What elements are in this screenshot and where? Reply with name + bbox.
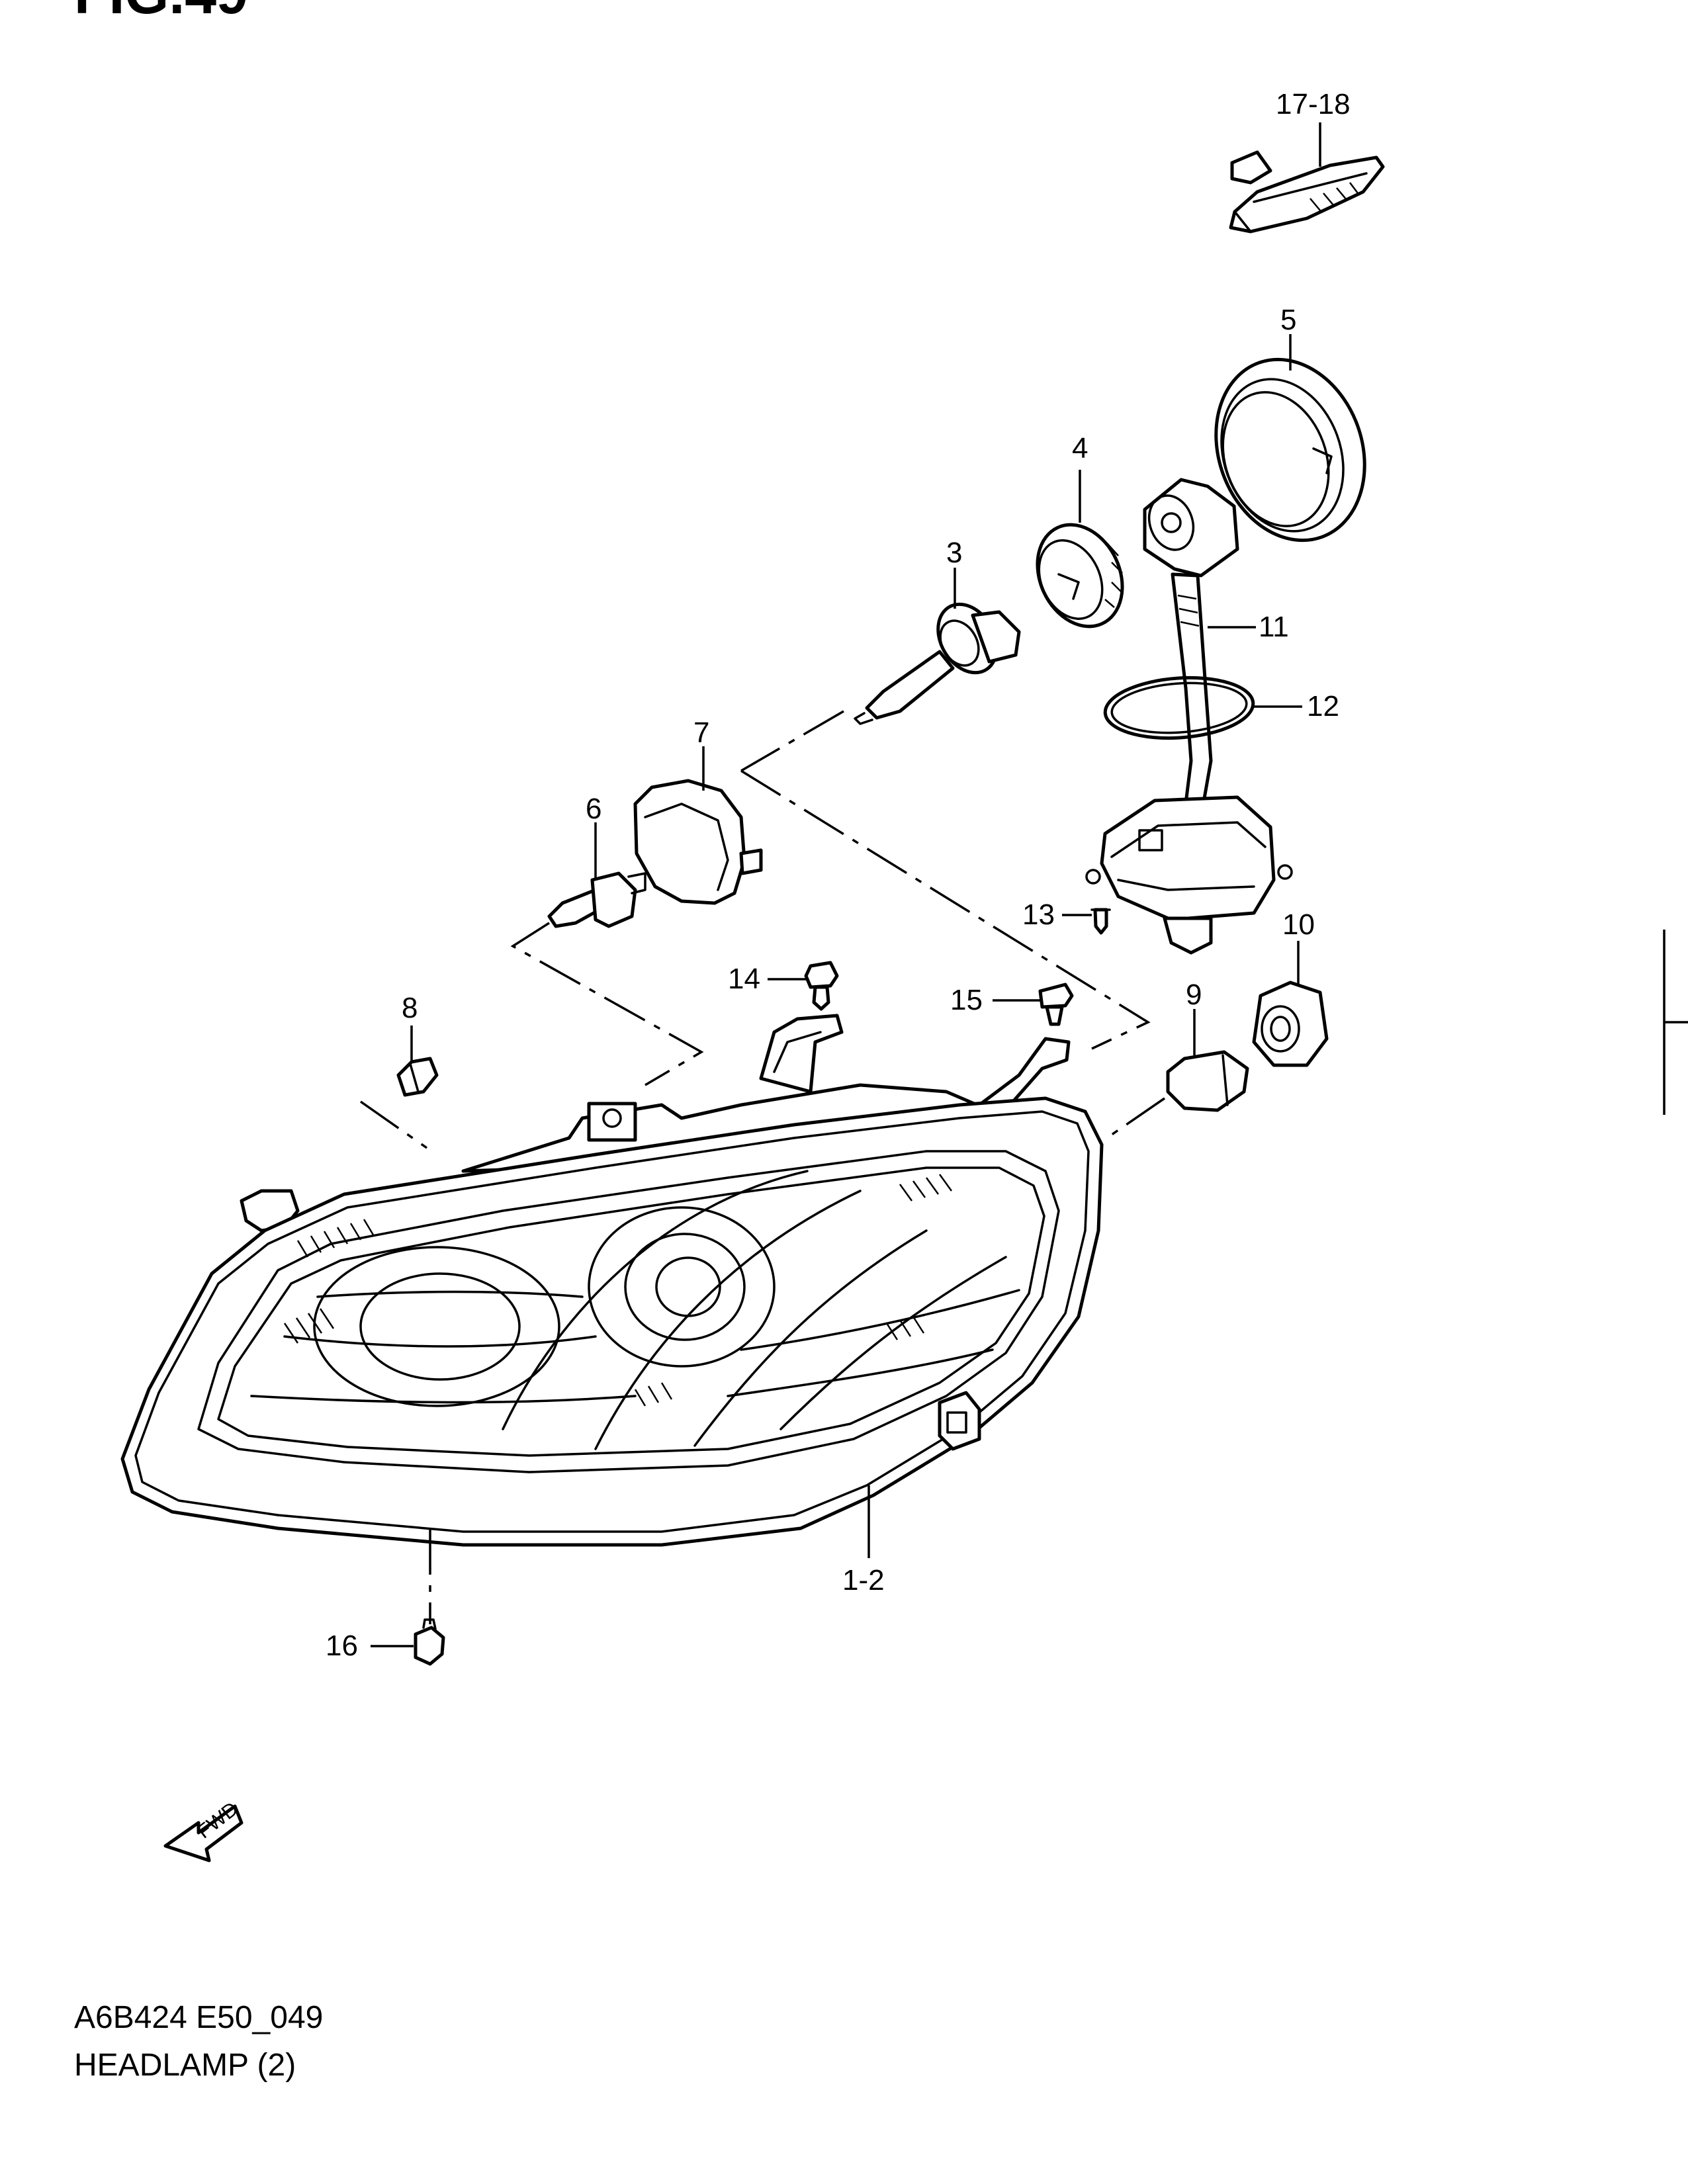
part-12-o-ring (1103, 676, 1302, 740)
diagram-caption: HEADLAMP (2) (74, 2048, 296, 2083)
callout-3: 3 (946, 537, 962, 569)
part-6-halogen-bulb (547, 822, 646, 928)
callout-4: 4 (1072, 432, 1088, 464)
figure-label: FIG.49 (74, 0, 248, 26)
callout-12: 12 (1307, 690, 1339, 722)
callout-9: 9 (1186, 979, 1202, 1011)
callout-11: 11 (1259, 611, 1289, 643)
part-3-hid-bulb (854, 568, 1021, 725)
callout-14: 14 (728, 963, 760, 995)
callout-7: 7 (693, 717, 709, 749)
part-15-clip (993, 983, 1074, 1026)
callout-5: 5 (1280, 304, 1296, 336)
part-11-igniter-cable (1143, 478, 1256, 819)
callout-15: 15 (950, 984, 983, 1016)
forward-direction-arrow: FWD (163, 1798, 244, 1862)
part-17-18-side-marker (1229, 122, 1385, 234)
callout-8: 8 (402, 992, 418, 1024)
callout-10: 10 (1282, 908, 1315, 941)
ballast-unit (1085, 795, 1293, 955)
part-14-bolt (768, 961, 839, 1011)
callout-17-18: 17-18 (1276, 88, 1351, 120)
part-1-2-headlamp-assembly (120, 1014, 1104, 1547)
callout-13: 13 (1022, 898, 1055, 931)
drawing-code: A6B424 E50_049 (74, 2000, 323, 2035)
part-16-clip (371, 1618, 445, 1666)
part-5-dust-cover (1214, 334, 1366, 543)
part-7-cover-cap (633, 746, 763, 905)
part-13-screw (1062, 908, 1111, 935)
assembly-guide-lines (359, 710, 1165, 1624)
callout-6: 6 (586, 793, 601, 825)
registration-marks (1663, 930, 1688, 1115)
part-10-socket (1252, 941, 1329, 1067)
part-8-wedge-bulb (396, 1026, 439, 1097)
part-4-retaining-ring (1036, 470, 1124, 629)
callout-1-2: 1-2 (842, 1564, 885, 1596)
part-9-signal-bulb (1166, 1009, 1249, 1112)
callout-16: 16 (326, 1630, 358, 1662)
